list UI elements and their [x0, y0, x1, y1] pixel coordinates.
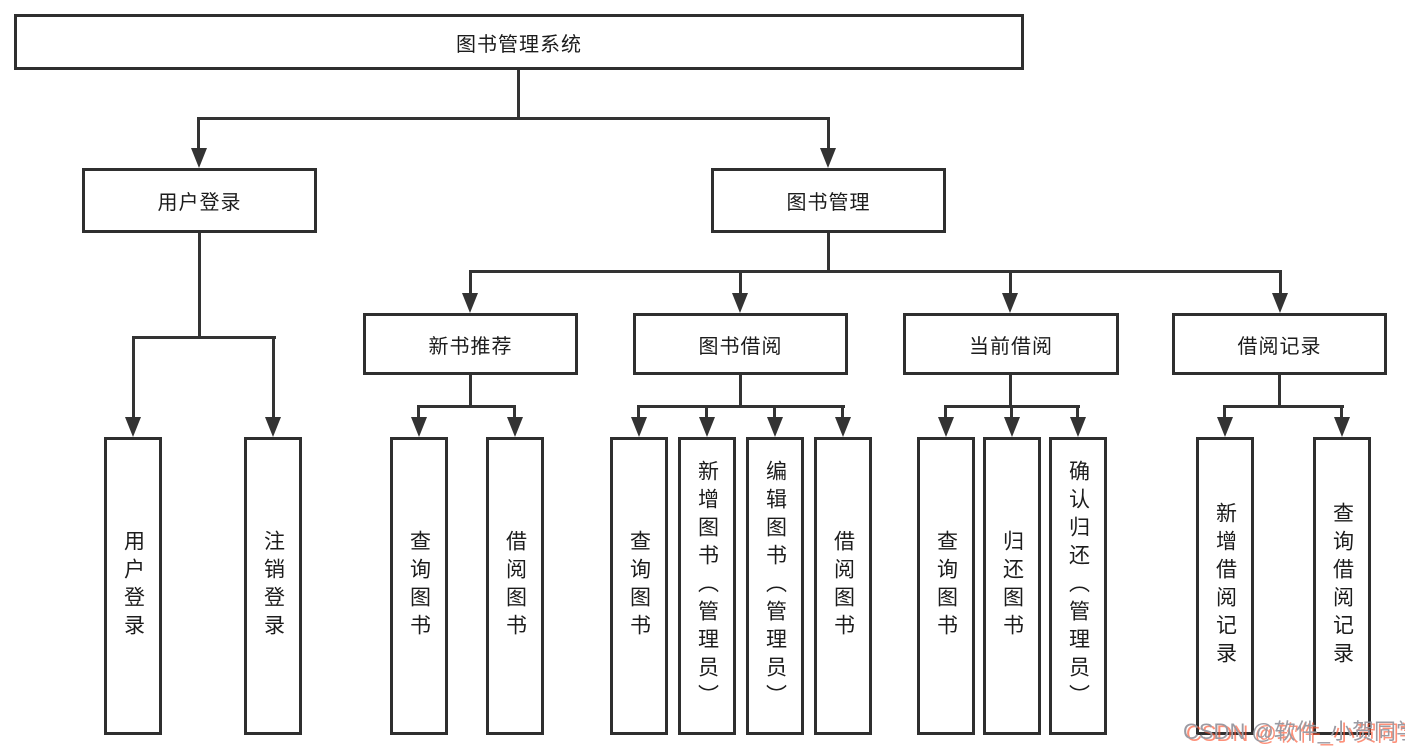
- connector-line: [1278, 375, 1281, 407]
- leaf-br-query-borrow-record-label: 查询借阅记录: [1330, 502, 1354, 670]
- connector-line: [705, 405, 708, 419]
- arrowhead-down-icon: [1217, 417, 1233, 437]
- node-current-borrow-label: 当前借阅: [969, 335, 1053, 358]
- node-borrow-records: 借阅记录: [1172, 313, 1387, 375]
- arrowhead-down-icon: [631, 417, 647, 437]
- node-new-book-rec: 新书推荐: [363, 313, 578, 375]
- connector-line: [513, 405, 516, 419]
- node-root: 图书管理系统: [14, 14, 1024, 70]
- arrowhead-down-icon: [732, 293, 748, 313]
- leaf-bb-borrow-books: 借阅图书: [814, 437, 872, 735]
- connector-line: [739, 270, 742, 295]
- connector-line: [517, 70, 520, 120]
- arrowhead-down-icon: [1002, 293, 1018, 313]
- leaf-br-add-borrow-record-label: 新增借阅记录: [1213, 502, 1237, 670]
- connector-line: [198, 233, 201, 338]
- leaf-cb-return-books: 归还图书: [983, 437, 1041, 735]
- leaf-cb-return-books-label: 归还图书: [1000, 530, 1024, 642]
- connector-line: [1076, 405, 1079, 419]
- leaf-cb-query-books: 查询图书: [917, 437, 975, 735]
- arrowhead-down-icon: [125, 417, 141, 437]
- leaf-bb-edit-books-admin: 编辑图书（管理员）: [746, 437, 804, 735]
- connector-line: [1279, 270, 1282, 295]
- arrowhead-down-icon: [191, 148, 207, 168]
- arrowhead-down-icon: [767, 417, 783, 437]
- connector-line: [197, 117, 200, 150]
- connector-line: [132, 336, 135, 419]
- arrowhead-down-icon: [938, 417, 954, 437]
- connector-line: [827, 233, 830, 272]
- connector-line: [637, 405, 640, 419]
- node-new-book-rec-label: 新书推荐: [428, 335, 513, 358]
- leaf-logout: 注销登录: [244, 437, 302, 735]
- arrowhead-down-icon: [411, 417, 427, 437]
- arrowhead-down-icon: [462, 293, 478, 313]
- leaf-bb-add-books-admin-label: 新增图书（管理员）: [695, 460, 719, 712]
- connector-line: [417, 405, 420, 419]
- connector-line: [197, 117, 830, 120]
- connector-line: [739, 375, 742, 407]
- node-user-login: 用户登录: [82, 168, 317, 233]
- arrowhead-down-icon: [1272, 293, 1288, 313]
- connector-line: [637, 405, 845, 408]
- connector-line: [1223, 405, 1344, 408]
- arrowhead-down-icon: [699, 417, 715, 437]
- connector-line: [1009, 270, 1012, 295]
- connector-line: [469, 270, 472, 295]
- node-root-label: 图书管理系统: [456, 33, 582, 56]
- leaf-nb-borrow-books-label: 借阅图书: [503, 530, 527, 642]
- connector-line: [827, 117, 830, 150]
- connector-line: [1009, 375, 1012, 407]
- connector-line: [773, 405, 776, 419]
- arrowhead-down-icon: [835, 417, 851, 437]
- connector-line: [469, 270, 1282, 273]
- arrowhead-down-icon: [265, 417, 281, 437]
- connector-line: [944, 405, 947, 419]
- node-book-mgmt: 图书管理: [711, 168, 946, 233]
- leaf-logout-label: 注销登录: [261, 530, 285, 642]
- leaf-cb-confirm-return-admin-label: 确认归还（管理员）: [1066, 460, 1090, 712]
- arrowhead-down-icon: [1070, 417, 1086, 437]
- arrowhead-down-icon: [507, 417, 523, 437]
- node-user-login-label: 用户登录: [157, 192, 242, 214]
- leaf-user-login: 用户登录: [104, 437, 162, 735]
- connector-line: [1223, 405, 1226, 419]
- leaf-bb-add-books-admin: 新增图书（管理员）: [678, 437, 736, 735]
- leaf-br-query-borrow-record: 查询借阅记录: [1313, 437, 1371, 735]
- connector-line: [132, 336, 276, 339]
- connector-line: [841, 405, 844, 419]
- node-book-mgmt-label: 图书管理: [786, 192, 871, 214]
- leaf-bb-query-books: 查询图书: [610, 437, 668, 735]
- leaf-cb-query-books-label: 查询图书: [934, 530, 958, 642]
- leaf-cb-confirm-return-admin: 确认归还（管理员）: [1049, 437, 1107, 735]
- node-borrow-records-label: 借阅记录: [1237, 335, 1322, 358]
- leaf-nb-borrow-books: 借阅图书: [486, 437, 544, 735]
- leaf-br-add-borrow-record: 新增借阅记录: [1196, 437, 1254, 735]
- leaf-nb-query-books: 查询图书: [390, 437, 448, 735]
- arrowhead-down-icon: [1004, 417, 1020, 437]
- connector-line: [417, 405, 516, 408]
- leaf-bb-query-books-label: 查询图书: [627, 530, 651, 642]
- leaf-bb-borrow-books-label: 借阅图书: [831, 530, 855, 642]
- arrowhead-down-icon: [820, 148, 836, 168]
- connector-line: [272, 336, 275, 419]
- connector-line: [469, 375, 472, 407]
- leaf-user-login-label: 用户登录: [121, 530, 145, 642]
- arrowhead-down-icon: [1334, 417, 1350, 437]
- leaf-nb-query-books-label: 查询图书: [407, 530, 431, 642]
- node-book-borrow-label: 图书借阅: [698, 335, 783, 358]
- leaf-bb-edit-books-admin-label: 编辑图书（管理员）: [763, 460, 787, 712]
- node-book-borrow: 图书借阅: [633, 313, 848, 375]
- node-current-borrow: 当前借阅: [903, 313, 1119, 375]
- connector-line: [1010, 405, 1013, 419]
- connector-line: [1340, 405, 1343, 419]
- csdn-watermark: CSDN @软件_小贺同学: [1183, 719, 1405, 744]
